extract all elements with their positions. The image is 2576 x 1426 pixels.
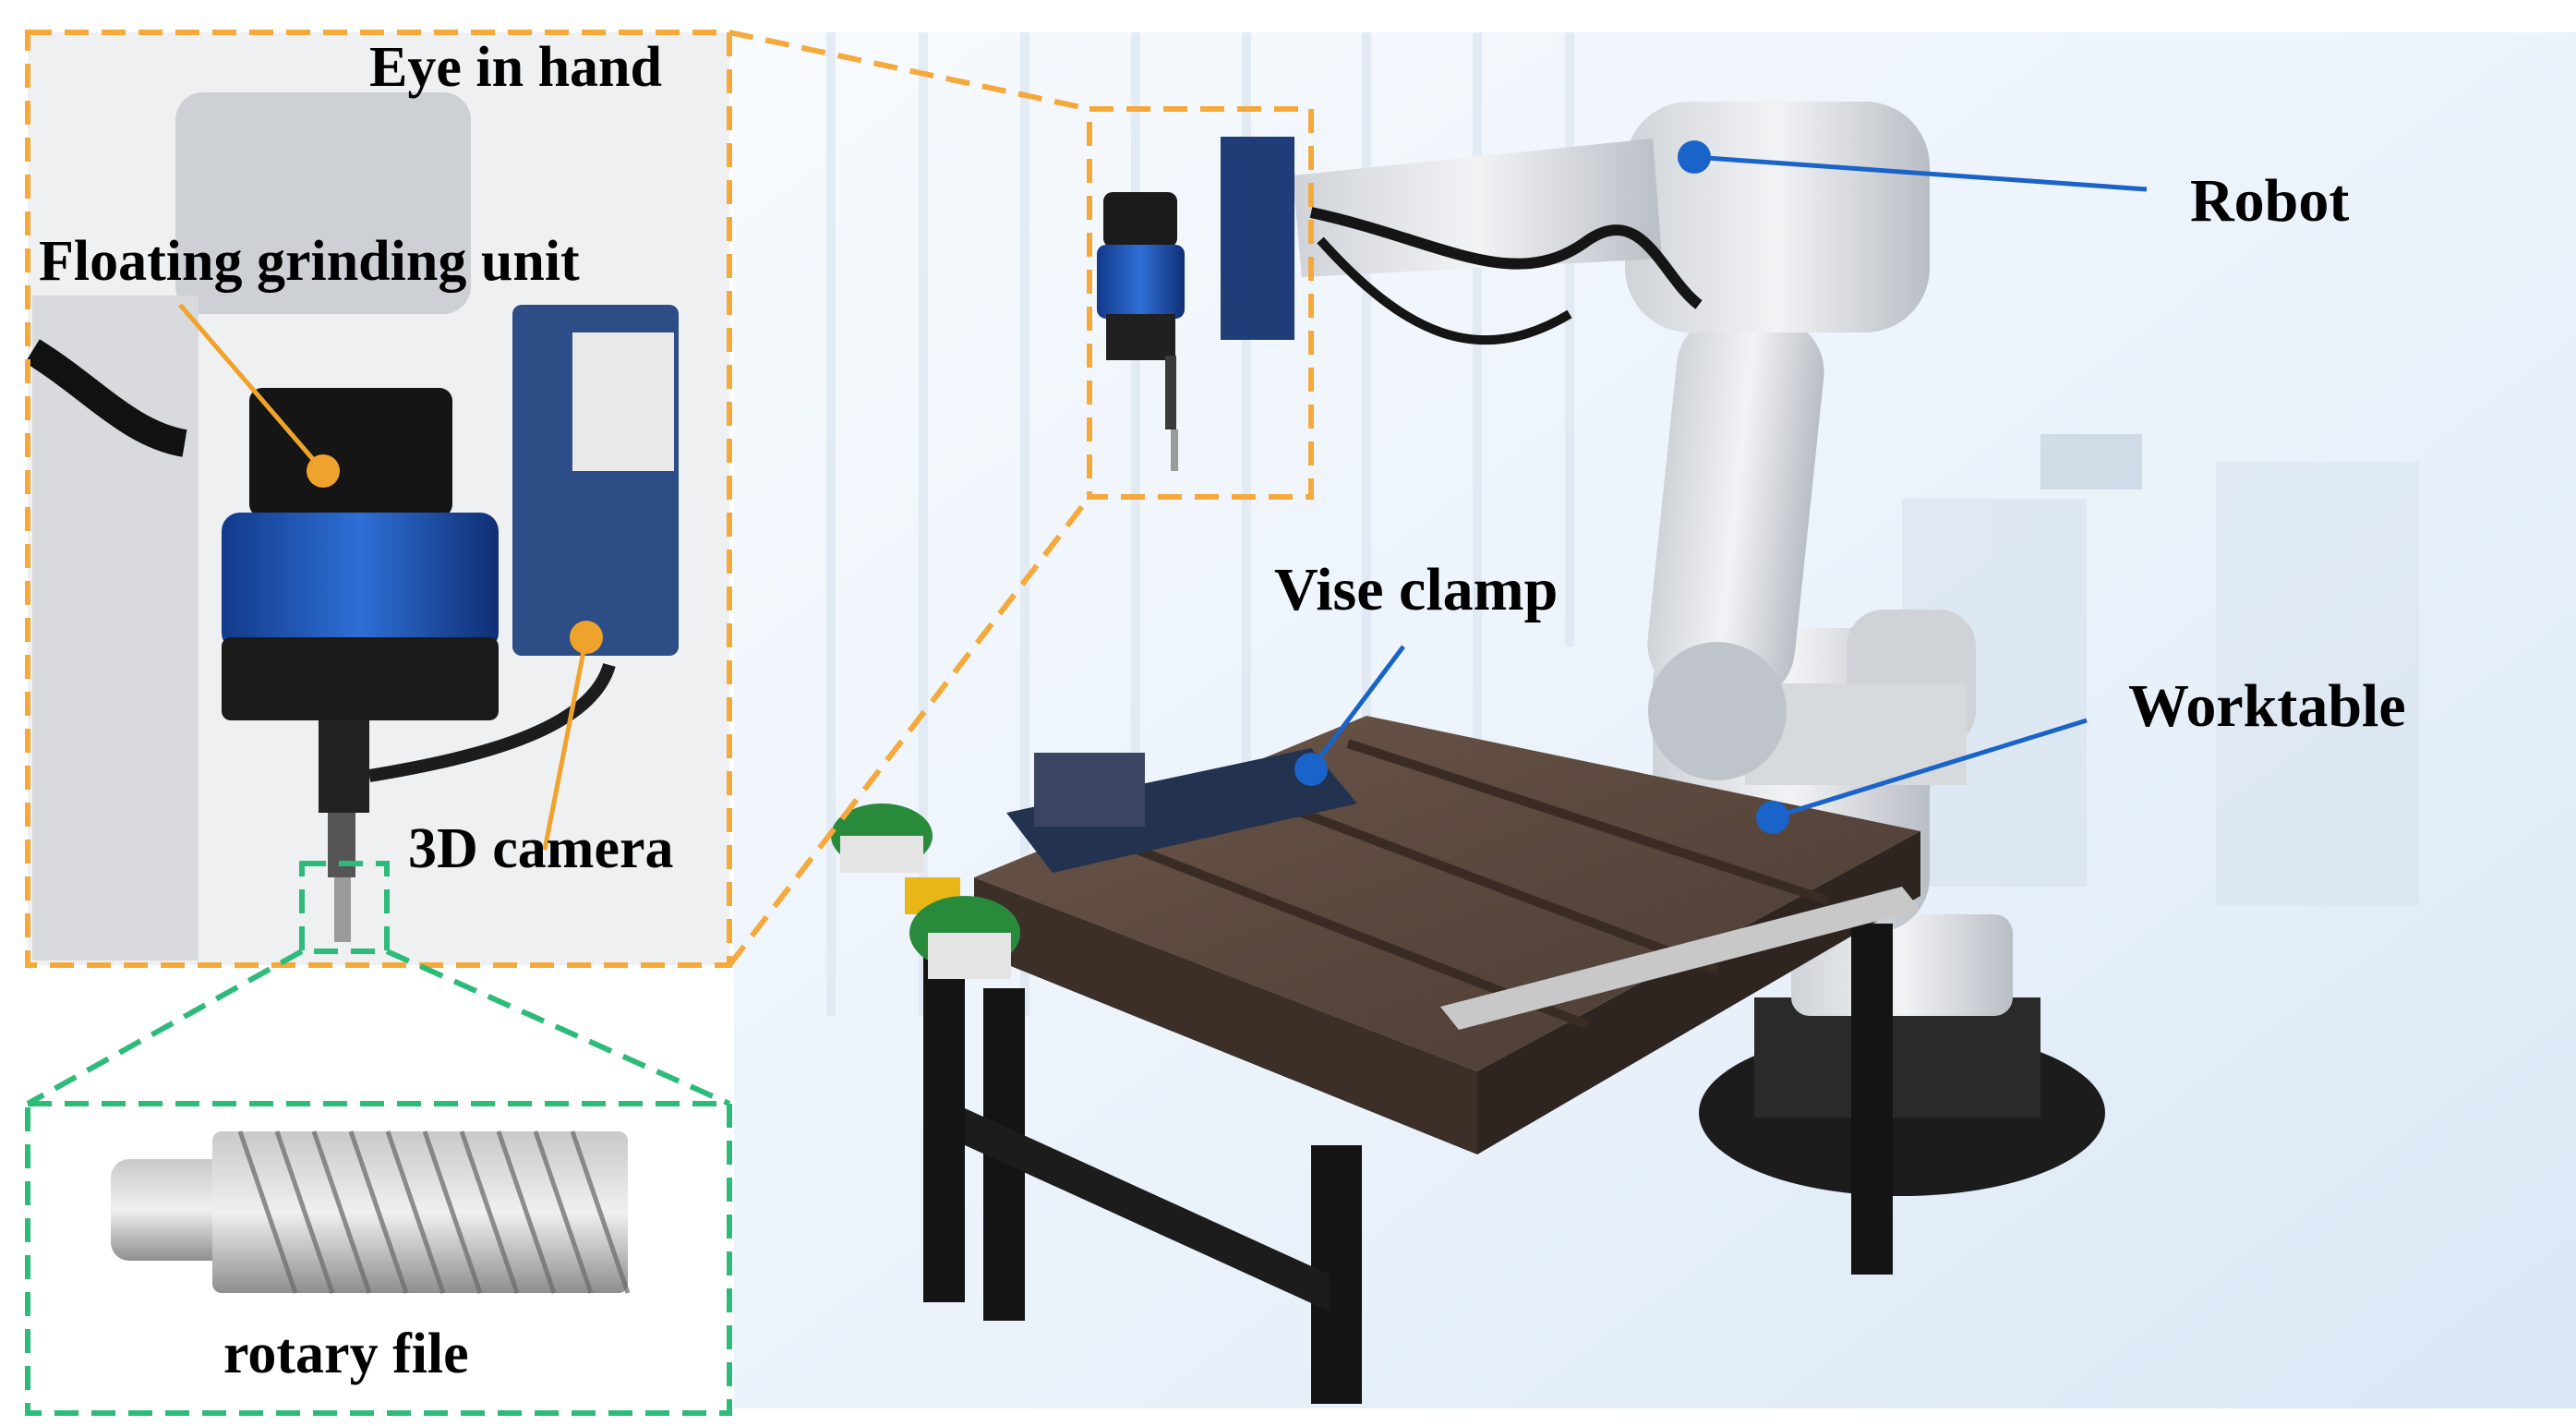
green-callout xyxy=(25,861,732,1416)
blue-leaders xyxy=(1309,154,2148,820)
blue-dot-robot xyxy=(1678,140,1711,174)
orange-leaders xyxy=(178,303,589,851)
blue-dot-vise xyxy=(1294,753,1328,786)
worktable-structure xyxy=(831,716,1920,1404)
label-floating-grinding-unit: Floating grinding unit xyxy=(39,230,580,293)
rotary-file-inset xyxy=(28,1104,729,1413)
label-3d-camera: 3D camera xyxy=(408,817,674,880)
zoom-inset-photo xyxy=(25,32,729,965)
label-robot: Robot xyxy=(2190,167,2350,235)
orange-dot-grinding xyxy=(307,454,340,488)
label-vise-clamp: Vise clamp xyxy=(1274,556,1559,623)
orange-callout xyxy=(25,30,1314,968)
end-effector-tool xyxy=(1097,137,1294,471)
orange-dot-camera xyxy=(570,621,603,654)
label-rotary-file: rotary file xyxy=(223,1323,469,1385)
label-worktable: Worktable xyxy=(2128,672,2406,740)
background-controller xyxy=(1902,434,2419,905)
blue-dot-worktable xyxy=(1756,801,1789,834)
label-eye-in-hand: Eye in hand xyxy=(369,36,663,99)
